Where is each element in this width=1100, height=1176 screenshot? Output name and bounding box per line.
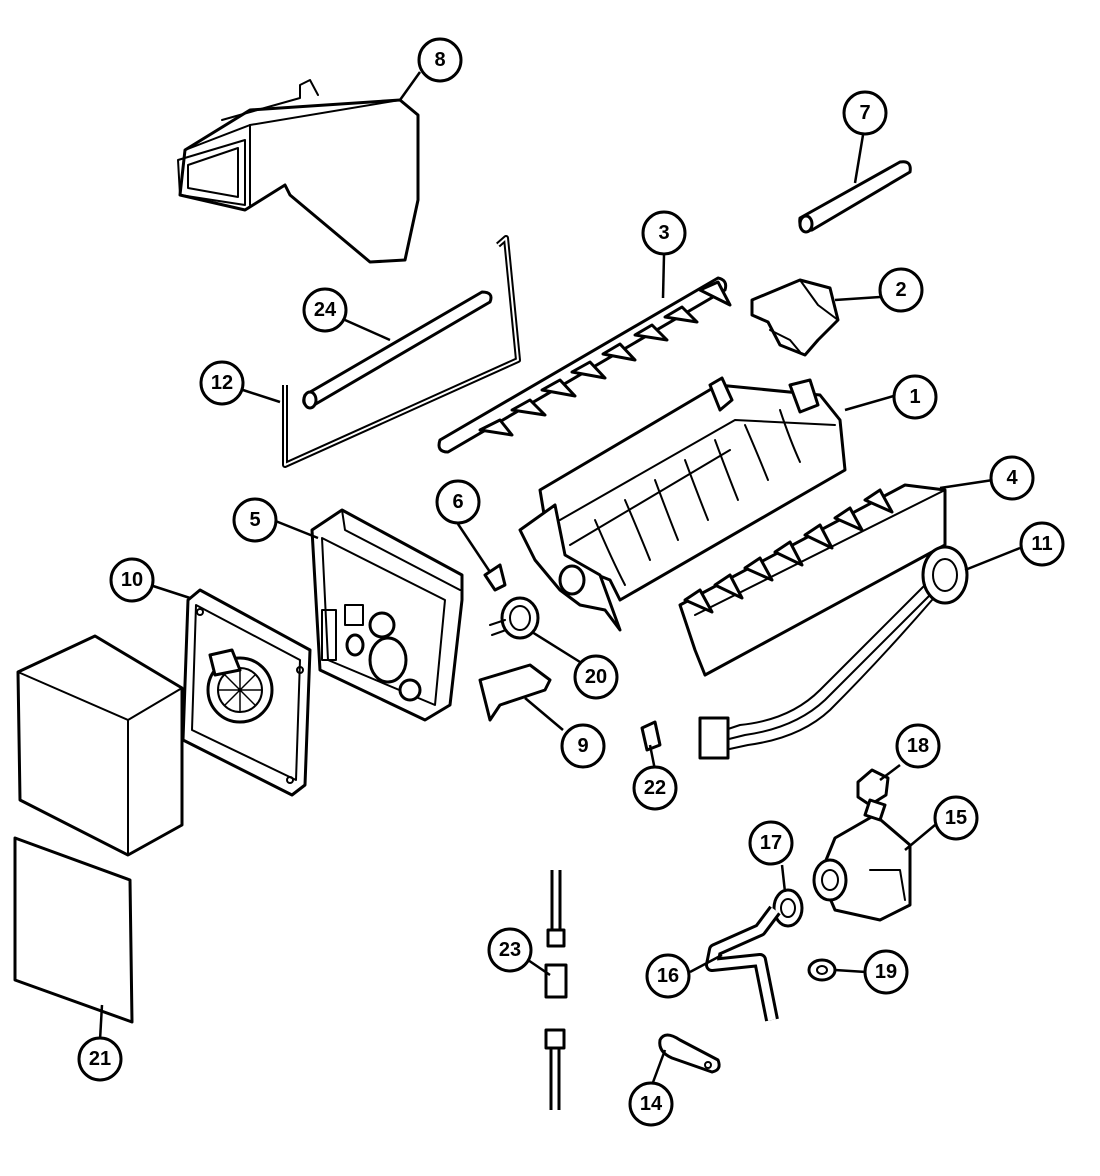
callout-circle <box>1019 521 1065 567</box>
callout-label: 16 <box>657 965 679 987</box>
part-1-mold <box>518 376 847 632</box>
callout-label: 7 <box>859 102 870 124</box>
callout-circle <box>199 360 245 406</box>
callout-3: 3 <box>641 210 687 256</box>
callout-14: 14 <box>628 1081 674 1127</box>
callout-circle <box>892 374 938 420</box>
part-6-clip <box>483 563 507 592</box>
callout-circle <box>842 90 888 136</box>
callout-21: 21 <box>77 1036 123 1082</box>
callout-label: 10 <box>121 569 143 591</box>
part-8-fill-cup <box>177 79 420 264</box>
part-14-clamp <box>658 1033 721 1074</box>
callout-circle <box>641 210 687 256</box>
callout-label: 17 <box>760 832 782 854</box>
callout-circle <box>863 949 909 995</box>
callout-22: 22 <box>632 765 678 811</box>
callout-label: 3 <box>658 222 669 244</box>
callout-17: 17 <box>748 820 794 866</box>
callout-label: 4 <box>1006 467 1018 489</box>
part-12-wire <box>282 235 521 468</box>
callout-circle <box>933 795 979 841</box>
callout-9: 9 <box>560 723 606 769</box>
callout-label: 15 <box>945 807 967 829</box>
callout-circle <box>109 557 155 603</box>
callout-23: 23 <box>487 927 533 973</box>
callout-label: 22 <box>644 777 666 799</box>
part-3-ejector <box>437 276 732 454</box>
callout-circle <box>560 723 606 769</box>
callout-1: 1 <box>892 374 938 420</box>
part-11-harness <box>698 545 969 760</box>
callout-6: 6 <box>435 479 481 525</box>
part-23-water-line <box>544 870 568 1110</box>
callout-circle <box>487 927 533 973</box>
part-7-tube <box>798 160 912 234</box>
callout-2: 2 <box>878 267 924 313</box>
callout-24: 24 <box>302 287 348 333</box>
callout-7: 7 <box>842 90 888 136</box>
part-9-shield <box>478 663 552 722</box>
callout-label: 18 <box>907 735 929 757</box>
part-19-washer <box>807 958 837 982</box>
callout-circle <box>989 455 1035 501</box>
callout-label: 8 <box>434 49 445 71</box>
callout-10: 10 <box>109 557 155 603</box>
callout-label: 12 <box>211 372 233 394</box>
callout-label: 2 <box>895 279 906 301</box>
part-21-sheet <box>13 836 134 1024</box>
part-10-cover <box>181 588 312 797</box>
callout-label: 11 <box>1031 533 1052 555</box>
callout-19: 19 <box>863 949 909 995</box>
callout-circle <box>232 497 278 543</box>
callout-12: 12 <box>199 360 245 406</box>
callout-circle <box>878 267 924 313</box>
part-22-clip <box>640 720 662 752</box>
part-20-thermostat <box>489 596 540 640</box>
callout-circle <box>435 479 481 525</box>
callout-label: 9 <box>577 735 588 757</box>
callout-15: 15 <box>933 795 979 841</box>
callout-label: 21 <box>89 1048 111 1070</box>
part-2-bracket <box>750 278 840 357</box>
part-17-fitting <box>772 888 804 928</box>
callout-label: 14 <box>640 1093 663 1115</box>
callout-20: 20 <box>573 654 619 700</box>
part-5-housing <box>310 508 464 722</box>
callout-label: 24 <box>314 299 337 321</box>
callout-circle <box>417 37 463 83</box>
callout-label: 6 <box>452 491 463 513</box>
callout-8: 8 <box>417 37 463 83</box>
callout-circle <box>302 287 348 333</box>
callout-label: 5 <box>249 509 260 531</box>
part-15-water-valve <box>812 798 912 922</box>
callout-label: 19 <box>875 961 897 983</box>
callout-label: 20 <box>585 666 607 688</box>
callout-circle <box>895 723 941 769</box>
callout-11: 11 <box>1019 521 1065 567</box>
part-4-stripper <box>678 483 947 677</box>
callout-label: 23 <box>499 939 521 961</box>
callout-5: 5 <box>232 497 278 543</box>
callout-circle <box>628 1081 674 1127</box>
part-16-fill-tube <box>705 905 781 1022</box>
callout-circle <box>77 1036 123 1082</box>
part-24-rod <box>302 290 493 410</box>
callout-label: 1 <box>909 386 920 408</box>
callout-circle <box>748 820 794 866</box>
callout-circle <box>573 654 619 700</box>
part-21-cover-box <box>16 634 184 857</box>
callout-circle <box>632 765 678 811</box>
callout-4: 4 <box>989 455 1035 501</box>
callout-circle <box>645 953 691 999</box>
callout-18: 18 <box>895 723 941 769</box>
leader-lines <box>98 71 1021 1086</box>
callout-16: 16 <box>645 953 691 999</box>
